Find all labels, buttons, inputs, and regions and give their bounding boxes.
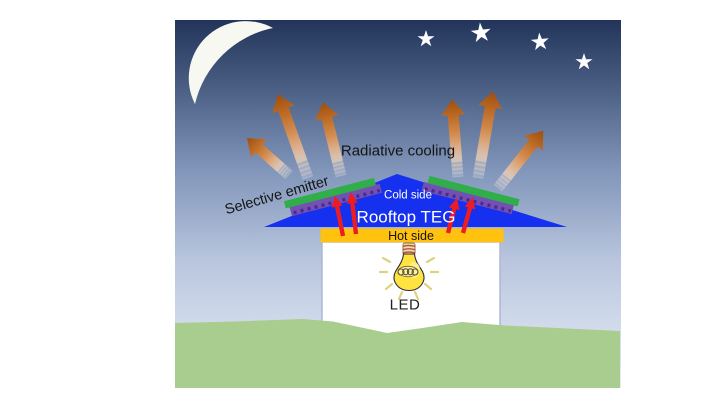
red-up-arrow-icon (346, 192, 359, 235)
heat-flow-arrows (331, 192, 476, 237)
crescent-moon-icon (188, 21, 273, 105)
orange-up-arrow-icon (493, 130, 544, 192)
teg-layer-purple (421, 181, 514, 215)
red-up-arrow-icon (460, 197, 476, 234)
cold-side-label: Cold side (384, 189, 432, 202)
star-icon (469, 21, 492, 43)
red-up-arrow-icon (445, 198, 460, 234)
bulb-base-threads (402, 244, 416, 254)
orange-up-arrow-icon (272, 94, 314, 180)
bulb-filament-coil (397, 268, 419, 276)
hot-side-label: Hot side (388, 228, 434, 243)
star-icon (417, 30, 435, 47)
rooftop-teg-label: Rooftop TEG (356, 207, 456, 227)
night-sky-scene: Radiative cooling Selective emitter Cold… (175, 20, 621, 388)
diagram-graphics (175, 21, 620, 388)
orange-up-arrow-icon (246, 137, 293, 180)
ground (175, 319, 620, 388)
orange-up-arrow-icon (315, 102, 347, 178)
star-icon (575, 53, 593, 70)
emitter-layer-green (427, 175, 520, 207)
light-bulb-icon (378, 242, 440, 301)
emitter-layer-green (283, 177, 376, 209)
radiative-cooling-label: Radiative cooling (340, 142, 456, 160)
selective-emitter-panel-right (421, 175, 520, 215)
orange-up-arrow-icon (472, 91, 503, 179)
red-up-arrow-icon (331, 195, 346, 237)
orange-up-arrow-icon (441, 99, 466, 178)
teg-segment-marks (424, 187, 512, 213)
radiative-cooling-arrows (246, 91, 544, 192)
hot-side-bar (320, 228, 504, 243)
star-icon (530, 31, 550, 51)
led-label: LED (389, 296, 421, 314)
bulb-rays (378, 256, 440, 301)
